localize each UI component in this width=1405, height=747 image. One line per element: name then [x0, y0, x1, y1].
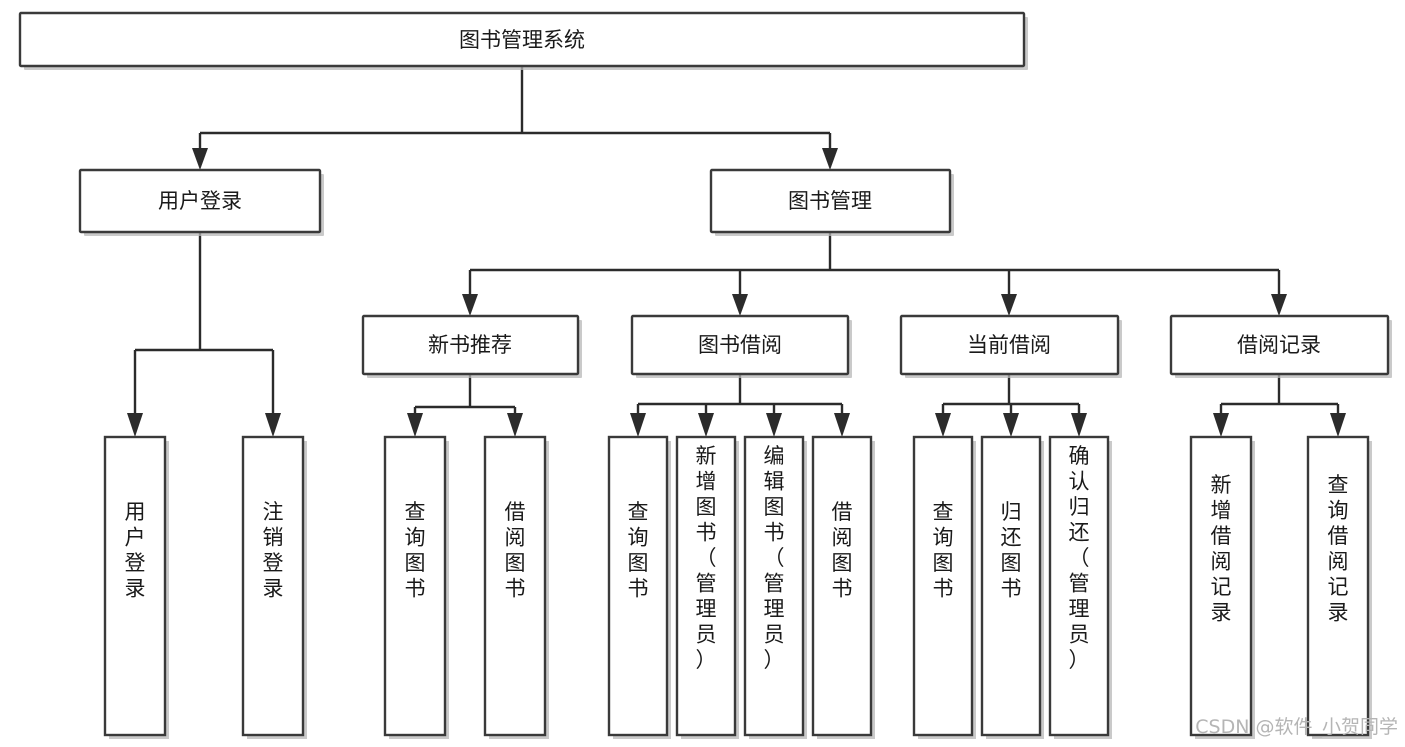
arrow-current-leaf-1 — [935, 413, 951, 437]
node-leaf-logout[interactable]: 注销登录 — [241, 435, 307, 739]
arrow-to-borrow-record — [1271, 294, 1287, 316]
node-label: 查询图书 — [933, 500, 954, 601]
node-label: 新增图书（管理员） — [696, 444, 717, 672]
node-rect[interactable] — [912, 435, 974, 737]
node-leaf-borrow-books[interactable]: 借阅图书 — [811, 435, 875, 739]
arrow-current-leaf-2 — [1003, 413, 1019, 437]
node-label: 新书推荐 — [428, 333, 512, 357]
node-label: 图书管理系统 — [459, 28, 585, 52]
node-leaf-query-books-borrow[interactable]: 查询图书 — [607, 435, 671, 739]
node-label: 借阅图书 — [832, 500, 853, 601]
node-leaf-query-books-rec[interactable]: 查询图书 — [383, 435, 449, 739]
arrow-to-new-book-rec — [462, 294, 478, 316]
node-leaf-edit-book-admin[interactable]: 编辑图书（管理员） — [743, 435, 807, 739]
arrow-record-leaf-2 — [1330, 413, 1346, 437]
node-rect[interactable] — [607, 435, 669, 737]
node-rect[interactable] — [811, 435, 873, 737]
node-leaf-query-borrow-record[interactable]: 查询借阅记录 — [1306, 435, 1372, 739]
node-rect[interactable] — [630, 314, 850, 376]
node-book-borrow[interactable]: 图书借阅 — [630, 314, 852, 378]
node-label: 归还图书 — [1001, 500, 1022, 601]
node-borrow-record[interactable]: 借阅记录 — [1169, 314, 1392, 378]
node-rect[interactable] — [709, 168, 952, 234]
node-new-book-recommend[interactable]: 新书推荐 — [361, 314, 582, 378]
arrow-root-to-login — [192, 148, 208, 170]
node-user-login[interactable]: 用户登录 — [78, 168, 324, 236]
arrow-to-book-borrow — [732, 294, 748, 316]
node-rect[interactable] — [383, 435, 447, 737]
node-leaf-return-books[interactable]: 归还图书 — [980, 435, 1044, 739]
arrow-login-leaf-1 — [127, 413, 143, 437]
node-label: 用户登录 — [125, 500, 146, 601]
node-label: 注销登录 — [263, 500, 284, 601]
node-rect[interactable] — [241, 435, 305, 737]
node-leaf-add-borrow-record[interactable]: 新增借阅记录 — [1189, 435, 1255, 739]
node-book-management[interactable]: 图书管理 — [709, 168, 954, 236]
node-leaf-confirm-return-admin[interactable]: 确认归还（管理员） — [1048, 435, 1112, 739]
node-rect[interactable] — [1306, 435, 1370, 737]
node-label: 查询图书 — [628, 500, 649, 601]
node-current-borrow[interactable]: 当前借阅 — [899, 314, 1122, 378]
node-label: 图书借阅 — [698, 333, 782, 357]
node-label: 用户登录 — [158, 189, 242, 213]
arrow-borrow-leaf-4 — [834, 413, 850, 437]
node-rect[interactable] — [483, 435, 547, 737]
arrow-current-leaf-3 — [1071, 413, 1087, 437]
node-layer: 图书管理系统 用户登录 图书管理 新书推荐 图书 — [18, 11, 1392, 739]
node-label: 借阅记录 — [1237, 333, 1321, 357]
arrow-login-leaf-2 — [265, 413, 281, 437]
arrow-record-leaf-1 — [1213, 413, 1229, 437]
node-label: 新增借阅记录 — [1211, 473, 1232, 625]
node-rect[interactable] — [1189, 435, 1253, 737]
node-label: 借阅图书 — [505, 500, 526, 601]
arrow-borrow-leaf-2 — [698, 413, 714, 437]
arrow-newbook-leaf-2 — [507, 413, 523, 437]
connector-layer — [127, 66, 1346, 437]
node-rect[interactable] — [675, 435, 737, 737]
node-label: 编辑图书（管理员） — [764, 444, 785, 672]
node-rect[interactable] — [361, 314, 580, 376]
node-leaf-query-books-current[interactable]: 查询图书 — [912, 435, 976, 739]
node-rect[interactable] — [1048, 435, 1110, 737]
node-rect[interactable] — [980, 435, 1042, 737]
node-rect[interactable] — [18, 11, 1026, 68]
arrow-root-to-bookmgmt — [822, 148, 838, 170]
node-rect[interactable] — [1169, 314, 1390, 376]
node-rect[interactable] — [78, 168, 322, 234]
node-label: 当前借阅 — [967, 333, 1051, 357]
arrow-borrow-leaf-1 — [630, 413, 646, 437]
node-root-system[interactable]: 图书管理系统 — [18, 11, 1028, 70]
arrow-newbook-leaf-1 — [407, 413, 423, 437]
node-leaf-borrow-books-rec[interactable]: 借阅图书 — [483, 435, 549, 739]
node-rect[interactable] — [899, 314, 1120, 376]
node-label: 查询图书 — [405, 500, 426, 601]
node-label: 确认归还（管理员） — [1069, 444, 1090, 672]
node-rect[interactable] — [103, 435, 167, 737]
arrow-to-current-borrow — [1001, 294, 1017, 316]
arrow-borrow-leaf-3 — [766, 413, 782, 437]
node-leaf-add-book-admin[interactable]: 新增图书（管理员） — [675, 435, 739, 739]
node-leaf-user-login[interactable]: 用户登录 — [103, 435, 169, 739]
node-label: 图书管理 — [788, 189, 872, 213]
node-label: 查询借阅记录 — [1328, 473, 1349, 625]
node-rect[interactable] — [743, 435, 805, 737]
csdn-watermark: CSDN @软件_小贺同学 — [1195, 716, 1398, 738]
